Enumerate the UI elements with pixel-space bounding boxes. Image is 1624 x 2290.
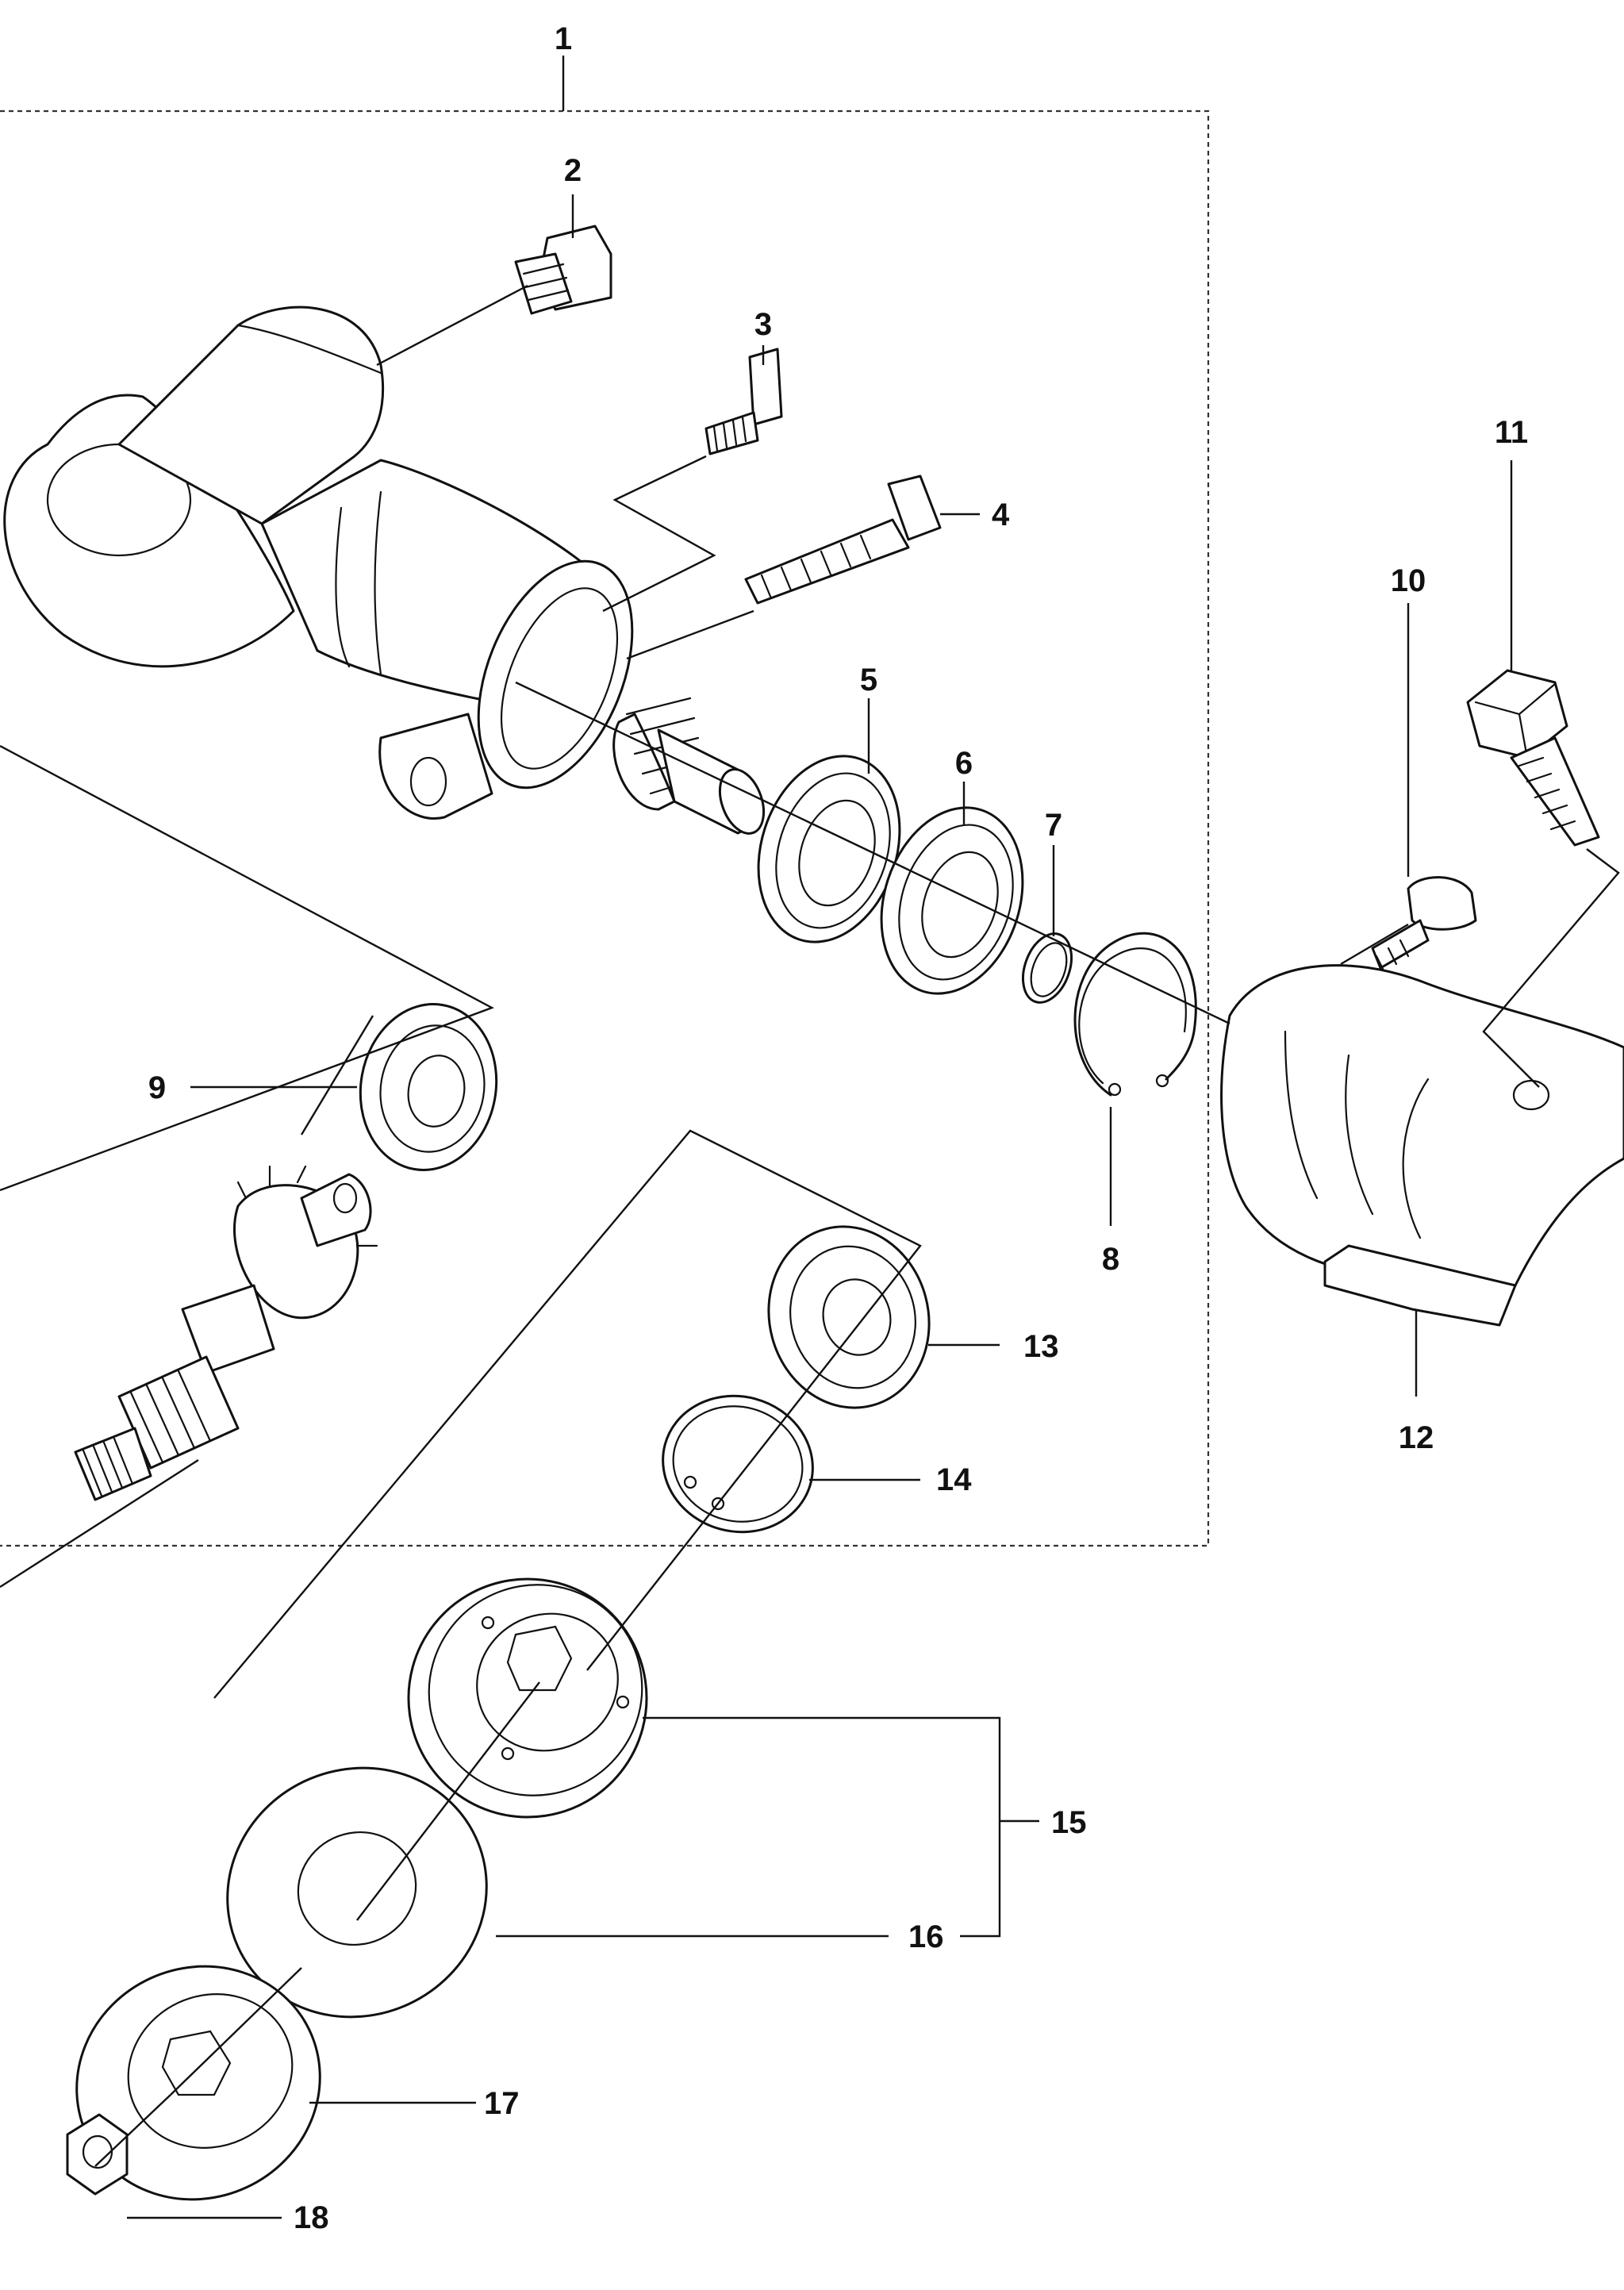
leader-lines xyxy=(0,56,1620,2219)
callout-10: 10 xyxy=(1391,563,1426,598)
callout-13: 13 xyxy=(1023,1329,1059,1364)
callout-17: 17 xyxy=(484,2086,520,2121)
gear-housing xyxy=(3,305,634,820)
screw-10 xyxy=(1371,876,1477,974)
filler-plug xyxy=(514,225,612,315)
callout-7: 7 xyxy=(1045,808,1062,843)
lock-nut xyxy=(66,2113,129,2196)
guard-bracket xyxy=(1220,964,1624,1327)
callout-4: 4 xyxy=(992,498,1010,532)
callout-15: 15 xyxy=(1051,1805,1087,1840)
assembly-frame xyxy=(0,110,1210,1547)
screw-long xyxy=(744,475,942,605)
callout-16: 16 xyxy=(908,1919,944,1954)
callout-1: 1 xyxy=(555,21,572,56)
hex-bolt-11 xyxy=(1466,669,1600,847)
callout-3: 3 xyxy=(754,307,772,342)
circlip-8 xyxy=(1073,932,1197,1097)
bevel-gear-shaft xyxy=(74,1165,378,1501)
screw-short xyxy=(705,348,783,455)
bearing-13 xyxy=(767,1225,931,1409)
callout-5: 5 xyxy=(860,663,877,697)
pinion-gear xyxy=(612,697,766,835)
retaining-ring-7 xyxy=(1022,932,1073,1004)
callout-9: 9 xyxy=(148,1070,166,1105)
callout-8: 8 xyxy=(1102,1242,1119,1277)
bearing-6 xyxy=(880,806,1024,995)
callout-6: 6 xyxy=(955,746,973,781)
callout-18: 18 xyxy=(294,2200,329,2235)
callout-12: 12 xyxy=(1399,1420,1434,1455)
callout-labels: 1 2 3 4 5 6 7 8 9 10 11 12 13 14 15 16 1… xyxy=(148,21,1528,2235)
callout-14: 14 xyxy=(936,1462,972,1497)
callout-2: 2 xyxy=(564,153,582,188)
circlip-14 xyxy=(662,1394,814,1534)
callout-11: 11 xyxy=(1495,415,1528,450)
support-washer xyxy=(75,1965,321,2201)
bearing-9 xyxy=(359,1003,498,1171)
support-cup xyxy=(226,1766,488,2019)
